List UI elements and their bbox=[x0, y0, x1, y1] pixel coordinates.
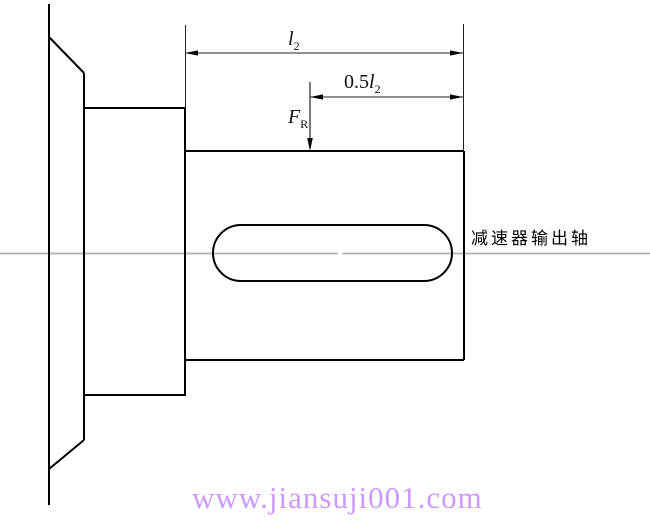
extension-lines bbox=[185, 24, 464, 151]
half-l2-subscript: 2 bbox=[374, 82, 381, 96]
force-arrow-fr bbox=[307, 82, 313, 151]
half-l2-symbol: l bbox=[369, 71, 375, 93]
force-symbol: F bbox=[288, 106, 301, 128]
dimension-half-l2 bbox=[310, 94, 463, 100]
dimension-label-l2: l2 bbox=[288, 28, 300, 53]
shaft-outline bbox=[185, 150, 465, 361]
flange-taper-bottom-line bbox=[48, 439, 85, 470]
hub-outline bbox=[84, 107, 186, 396]
arrowhead-right-icon bbox=[450, 94, 463, 100]
l2-subscript: 2 bbox=[293, 39, 300, 53]
force-label-fr: FR bbox=[288, 106, 309, 131]
arrowhead-left-icon bbox=[185, 50, 198, 56]
dimension-label-half-l2: 0.5l2 bbox=[344, 71, 381, 96]
arrowhead-right-icon bbox=[450, 50, 463, 56]
force-subscript: R bbox=[300, 117, 309, 131]
arrowhead-down-icon bbox=[307, 138, 313, 151]
coupling-flange-outline bbox=[48, 4, 85, 505]
half-l2-prefix: 0.5 bbox=[344, 71, 369, 93]
keyway-slot bbox=[212, 224, 453, 282]
watermark-text: www.jiansuji001.com bbox=[192, 480, 483, 515]
flange-taper-top-line bbox=[48, 36, 85, 74]
dimension-l2 bbox=[185, 50, 463, 56]
arrowhead-left-icon bbox=[310, 94, 323, 100]
part-name-label: 减速器输出轴 bbox=[471, 229, 591, 248]
l2-symbol: l bbox=[288, 28, 294, 50]
